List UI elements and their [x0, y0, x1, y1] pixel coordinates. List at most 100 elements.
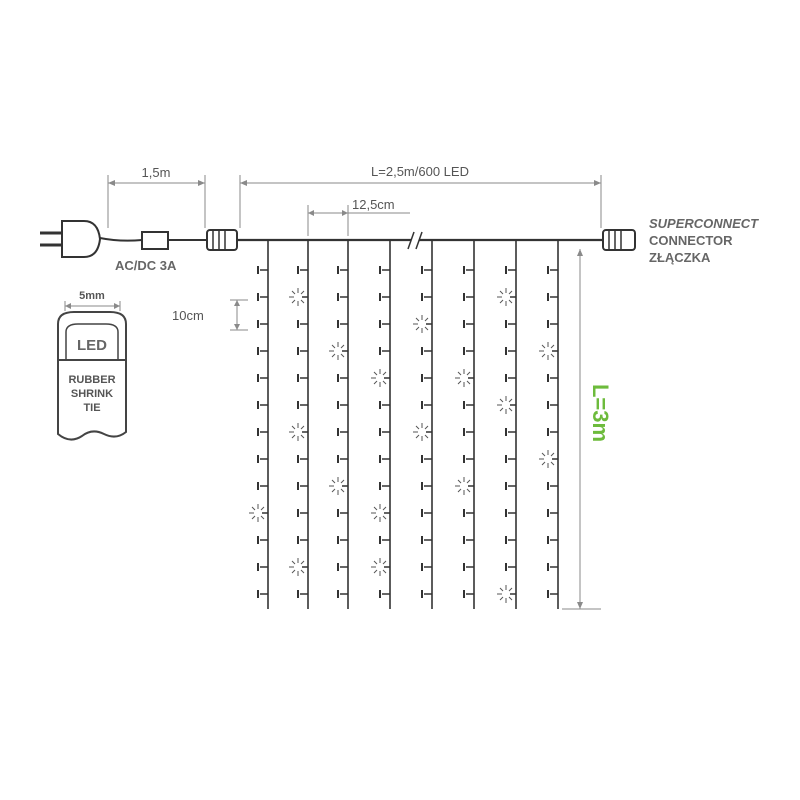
lit-led-icon	[371, 504, 390, 522]
connector-icon	[206, 229, 238, 251]
led-bulb	[337, 374, 348, 382]
lit-led-icon	[497, 288, 516, 306]
led-bulb	[379, 590, 390, 598]
led-bulb	[379, 320, 390, 328]
led-bulb	[421, 536, 432, 544]
led-bulb	[297, 320, 308, 328]
led-bulb	[463, 320, 474, 328]
led-bulb	[297, 590, 308, 598]
lit-led-icon	[371, 558, 390, 576]
led-bulb	[297, 536, 308, 544]
main-wire	[237, 231, 603, 250]
led-strands	[249, 240, 559, 609]
connector-icon	[602, 229, 636, 251]
lit-led-icon	[539, 450, 558, 468]
led-bulb	[337, 509, 348, 517]
led-bulb	[379, 347, 390, 355]
led-bulb	[547, 266, 558, 274]
led-bulb	[379, 428, 390, 436]
led-bulb	[337, 428, 348, 436]
led-bulb	[463, 509, 474, 517]
led-bulb	[505, 455, 516, 463]
led-bulb	[337, 293, 348, 301]
led-bulb	[463, 590, 474, 598]
lit-led-icon	[413, 315, 432, 333]
tie-label-line-1: RUBBER	[68, 374, 115, 386]
led-bulb	[379, 455, 390, 463]
led-bulb	[547, 509, 558, 517]
led-bulb	[297, 509, 308, 517]
inline-controller-icon	[141, 231, 169, 250]
connector-brand-label: SUPERCONNECT	[649, 216, 759, 231]
led-bulb	[257, 482, 268, 490]
curtain-width-dimension: L=2,5m/600 LED	[239, 164, 602, 228]
led-size-label: 5mm	[79, 290, 105, 302]
cable-length-label: 1,5m	[142, 165, 171, 180]
led-bulb	[547, 293, 558, 301]
led-bulb	[547, 374, 558, 382]
led-bulb	[337, 590, 348, 598]
led-bulb	[297, 401, 308, 409]
led-bulb	[379, 482, 390, 490]
led-bulb	[505, 482, 516, 490]
led-bulb	[547, 536, 558, 544]
led-bulb	[257, 266, 268, 274]
led-bulb	[337, 320, 348, 328]
lit-led-icon	[455, 369, 474, 387]
lit-led-icon	[289, 423, 308, 441]
tie-label-line-3: TIE	[83, 402, 100, 414]
lit-led-icon	[329, 342, 348, 360]
led-bulb	[257, 401, 268, 409]
led-bulb	[463, 455, 474, 463]
led-bulb	[379, 266, 390, 274]
led-bulb	[505, 266, 516, 274]
connector-label: CONNECTOR	[649, 233, 733, 248]
power-label: AC/DC 3A	[115, 258, 177, 273]
led-bulb	[505, 320, 516, 328]
led-detail-label: LED	[77, 337, 107, 354]
led-bulb	[257, 536, 268, 544]
led-bulb	[257, 320, 268, 328]
lit-led-icon	[497, 585, 516, 603]
led-bulb	[547, 401, 558, 409]
led-bulb	[297, 374, 308, 382]
strand-spacing-label: 12,5cm	[352, 197, 395, 212]
led-bulb	[379, 293, 390, 301]
led-bulb	[257, 293, 268, 301]
led-bulb	[463, 293, 474, 301]
led-bulb	[547, 590, 558, 598]
led-bulb	[421, 590, 432, 598]
led-bulb	[505, 536, 516, 544]
led-bulb	[463, 266, 474, 274]
led-bulb	[257, 428, 268, 436]
led-bulb	[337, 401, 348, 409]
led-bulb	[421, 563, 432, 571]
led-bulb	[421, 455, 432, 463]
led-bulb	[337, 266, 348, 274]
led-bulb	[547, 482, 558, 490]
led-bulb	[257, 374, 268, 382]
led-bulb	[505, 509, 516, 517]
lit-led-icon	[413, 423, 432, 441]
led-bulb	[297, 482, 308, 490]
led-spacing-label: 10cm	[172, 308, 204, 323]
led-bulb	[463, 563, 474, 571]
led-bulb	[505, 428, 516, 436]
led-bulb	[297, 455, 308, 463]
led-bulb	[547, 428, 558, 436]
led-bulb	[421, 374, 432, 382]
led-spacing-dimension: 10cm	[172, 299, 248, 331]
led-bulb	[257, 563, 268, 571]
lit-led-icon	[289, 288, 308, 306]
lit-led-icon	[289, 558, 308, 576]
curtain-height-label: L=3m	[588, 384, 613, 442]
led-bulb	[379, 536, 390, 544]
led-bulb	[463, 536, 474, 544]
led-bulb	[379, 401, 390, 409]
led-bulb	[337, 536, 348, 544]
connector-label-pl: ZŁĄCZKA	[649, 250, 711, 265]
lit-led-icon	[497, 396, 516, 414]
led-bulb	[421, 347, 432, 355]
led-bulb	[257, 347, 268, 355]
lit-led-icon	[455, 477, 474, 495]
